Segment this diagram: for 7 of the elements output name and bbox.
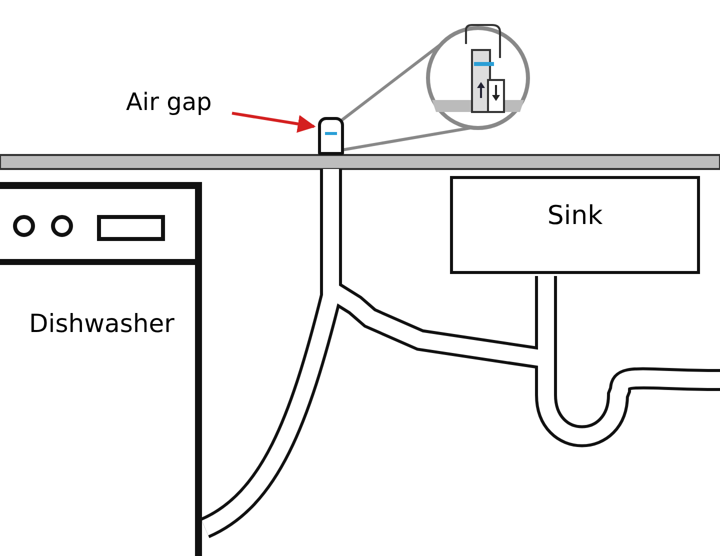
node-label: Sink: [546, 201, 604, 231]
dishwasher-box: [0, 182, 202, 556]
callout-text: Air gap: [126, 88, 212, 116]
sink-box: [450, 176, 700, 274]
arrow: [232, 112, 316, 133]
node-label: Dishwasher: [29, 309, 174, 338]
air-gap-device: [318, 117, 344, 155]
